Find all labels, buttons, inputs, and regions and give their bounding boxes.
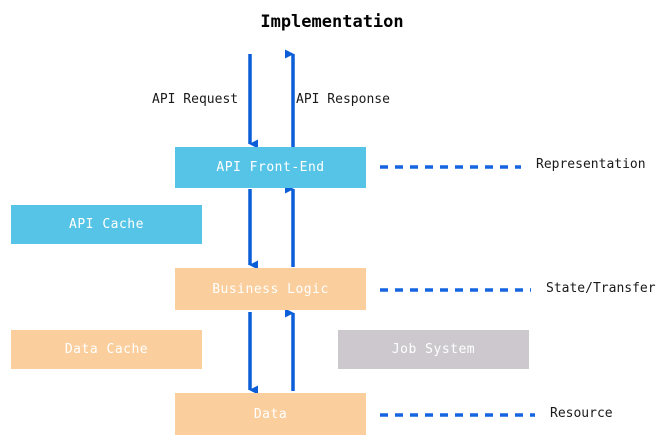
- box-label: Data: [253, 406, 288, 422]
- box-label: API Cache: [69, 217, 144, 232]
- side-label-state-transfer: State/Transfer: [546, 281, 656, 296]
- box-job-system[interactable]: Job System: [338, 330, 529, 369]
- page-title: Implementation: [260, 12, 404, 32]
- box-api-cache[interactable]: API Cache: [11, 205, 202, 244]
- box-business-logic[interactable]: Business Logic: [175, 268, 366, 310]
- box-data[interactable]: Data: [175, 393, 366, 435]
- box-label: Data Cache: [64, 342, 149, 357]
- edge-label-api-response: API Response: [296, 92, 390, 107]
- box-label: Job System: [391, 342, 476, 357]
- box-data-cache[interactable]: Data Cache: [11, 330, 202, 369]
- box-api-front-end[interactable]: API Front-End: [175, 147, 366, 188]
- side-label-resource: Resource: [550, 406, 613, 421]
- box-label: API Front-End: [216, 160, 325, 175]
- edge-label-api-request: API Request: [152, 92, 239, 107]
- side-label-representation: Representation: [536, 157, 646, 172]
- box-label: Business Logic: [212, 281, 329, 297]
